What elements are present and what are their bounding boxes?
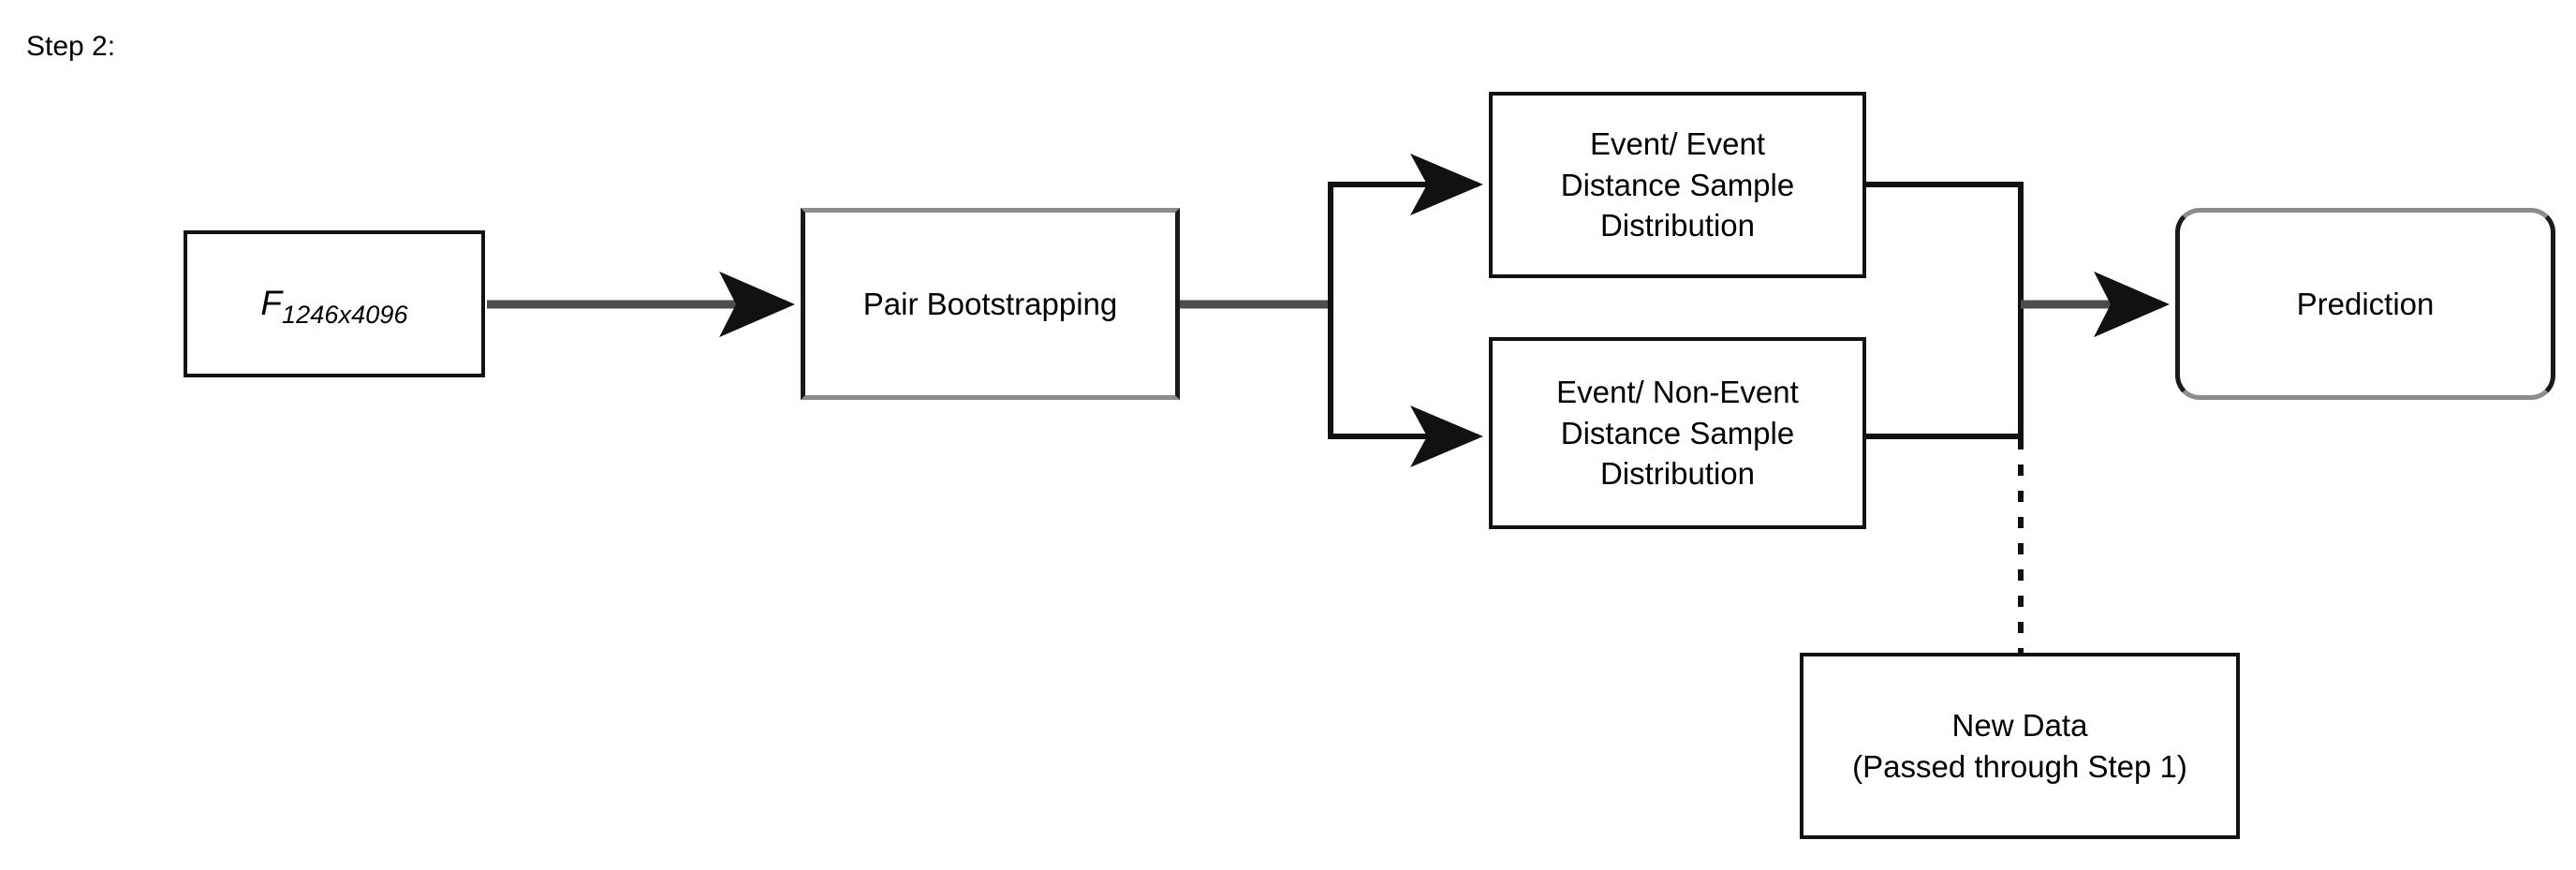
node-new-data-label: New Data (Passed through Step 1) <box>1852 707 2187 784</box>
node-prediction[interactable]: Prediction <box>2175 208 2555 400</box>
node-event-nonevent-distribution-label: Event/ Non-Event Distance Sample Distrib… <box>1556 375 1799 492</box>
feature-matrix-symbol: F <box>260 284 283 323</box>
node-pair-bootstrapping[interactable]: Pair Bootstrapping <box>801 208 1180 400</box>
node-prediction-label: Prediction <box>2296 286 2435 321</box>
step-label: Step 2: <box>26 31 116 62</box>
node-event-event-distribution[interactable]: Event/ Event Distance Sample Distributio… <box>1489 92 1866 278</box>
node-new-data[interactable]: New Data (Passed through Step 1) <box>1800 653 2240 839</box>
feature-matrix-formula: F1246x4096 <box>260 281 408 329</box>
feature-matrix-subscript: 1246x4096 <box>282 300 408 329</box>
node-feature-matrix[interactable]: F1246x4096 <box>184 230 485 377</box>
node-pair-bootstrapping-label: Pair Bootstrapping <box>862 286 1118 321</box>
node-event-event-distribution-label: Event/ Event Distance Sample Distributio… <box>1560 126 1795 243</box>
node-event-nonevent-distribution[interactable]: Event/ Non-Event Distance Sample Distrib… <box>1489 337 1866 529</box>
